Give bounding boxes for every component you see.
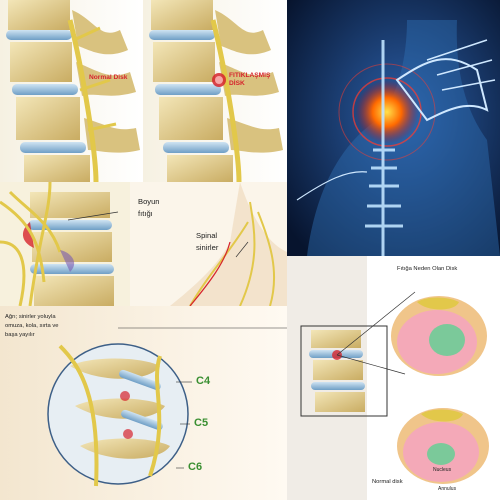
normal-disk-label: Normal Disk xyxy=(89,74,128,81)
panel-neck-hernia xyxy=(0,182,130,306)
shoulder-nerves-illustration xyxy=(130,182,287,306)
panel-herniated-disk: FITIKLAŞMIŞ DİSK xyxy=(143,0,287,182)
herniated-disk-label-line2: DİSK xyxy=(229,80,245,87)
pain-label-line3: başa yayılır xyxy=(5,332,35,338)
pain-label-line1: Ağrı; sinirler yoluyla xyxy=(5,314,56,320)
hernia-cause-disk-label: Fıtığa Neden Olan Disk xyxy=(397,266,458,272)
disk-cross-section-illustration xyxy=(287,256,500,500)
annulus-label: Annulus xyxy=(438,486,457,492)
c5-label: C5 xyxy=(194,417,209,429)
normal-disk-lower-label: Normal disk xyxy=(372,479,403,485)
herniated-disk-label-line1: FITIKLAŞMIŞ xyxy=(229,72,271,79)
cervical-vertebrae-illustration xyxy=(0,306,287,500)
panel-disk-cross-sections xyxy=(287,256,500,500)
c4-label: C4 xyxy=(196,375,211,387)
spinal-nerves-label-line1: Spinal xyxy=(196,231,218,240)
panel-spinal-nerves xyxy=(130,182,287,306)
neck-hernia-illustration xyxy=(0,182,130,306)
pain-label-line2: omuza, kola, sırta ve xyxy=(5,323,59,329)
normal-spine-illustration xyxy=(0,0,143,182)
neck-hernia-label-line2: fıtığı xyxy=(138,209,153,218)
neck-hernia-label-line1: Boyun xyxy=(138,197,160,206)
herniated-spine-illustration xyxy=(143,0,287,182)
panel-normal-disk: Normal Disk xyxy=(0,0,143,182)
nucleus-label: Nucleus xyxy=(433,467,452,473)
panel-cervical-vertebrae xyxy=(0,306,287,500)
panel-neck-pain-xray xyxy=(287,0,500,256)
spinal-nerves-label-line2: sinirler xyxy=(196,243,219,252)
c6-label: C6 xyxy=(188,461,203,473)
neck-pain-xray-illustration xyxy=(287,0,500,256)
